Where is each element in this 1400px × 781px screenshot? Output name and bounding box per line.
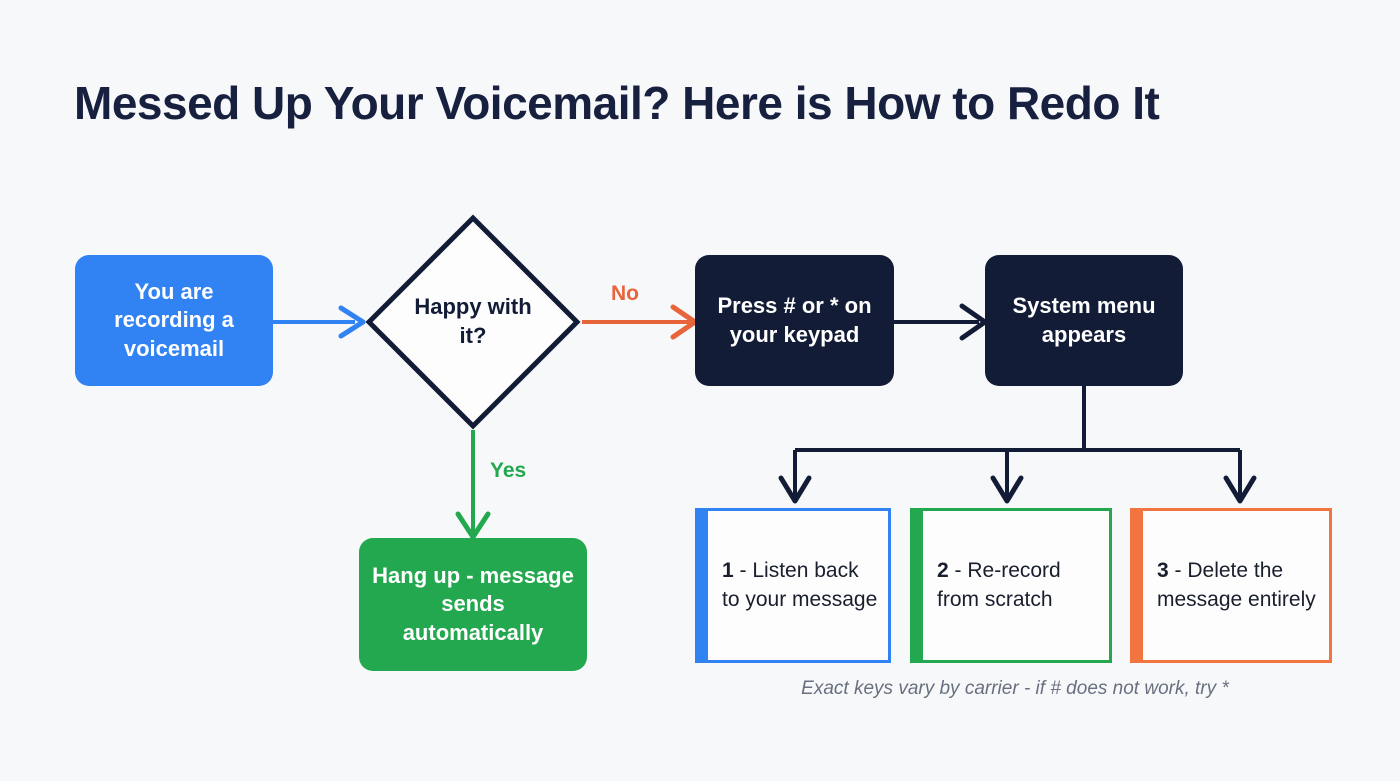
option-card-2[interactable]: 2 - Re-record from scratch xyxy=(910,508,1112,663)
node-system-menu[interactable]: System menu appears xyxy=(985,255,1183,386)
node-press-keypad[interactable]: Press # or * on your keypad xyxy=(695,255,894,386)
option-card-2-text: 2 - Re-record from scratch xyxy=(937,557,1099,613)
diamond-shape-icon xyxy=(365,214,581,430)
option-card-1[interactable]: 1 - Listen back to your message xyxy=(695,508,891,663)
option-card-3-text: 3 - Delete the message entirely xyxy=(1157,557,1319,613)
option-card-1-text: 1 - Listen back to your message xyxy=(722,557,878,613)
option-card-2-separator: - xyxy=(948,559,968,583)
page-title: Messed Up Your Voicemail? Here is How to… xyxy=(74,77,1160,129)
option-card-3-label: Delete the message entirely xyxy=(1157,559,1316,611)
option-card-3-separator: - xyxy=(1168,559,1188,583)
edge-decision-to-hangup xyxy=(455,430,491,540)
option-card-3-number: 3 xyxy=(1157,559,1169,583)
node-decision-label: Happy with it? xyxy=(414,294,532,348)
option-card-2-label: Re-record from scratch xyxy=(937,559,1061,611)
node-start-label: You are recording a voicemail xyxy=(114,279,234,361)
edge-press-to-menu xyxy=(894,303,988,341)
edge-decision-to-press xyxy=(582,304,698,340)
edge-label-no: No xyxy=(611,282,639,305)
node-menu-label: System menu appears xyxy=(1012,293,1156,347)
node-start-recording[interactable]: You are recording a voicemail xyxy=(75,255,273,386)
node-press-label: Press # or * on your keypad xyxy=(717,293,872,347)
edge-label-yes: Yes xyxy=(490,459,527,482)
edge-menu-to-options xyxy=(778,386,1257,504)
node-hangup-label: Hang up - message sends automatically xyxy=(372,563,574,645)
option-card-2-number: 2 xyxy=(937,559,949,583)
footnote-text: Exact keys vary by carrier - if # does n… xyxy=(801,678,1229,699)
node-hang-up[interactable]: Hang up - message sends automatically xyxy=(359,538,587,671)
option-card-1-separator: - xyxy=(733,559,753,583)
edge-start-to-decision xyxy=(273,305,366,339)
option-card-1-label: Listen back to your message xyxy=(722,559,878,611)
option-card-1-number: 1 xyxy=(722,559,734,583)
option-card-3[interactable]: 3 - Delete the message entirely xyxy=(1130,508,1332,663)
node-decision-happy[interactable]: Happy with it? xyxy=(365,214,581,430)
